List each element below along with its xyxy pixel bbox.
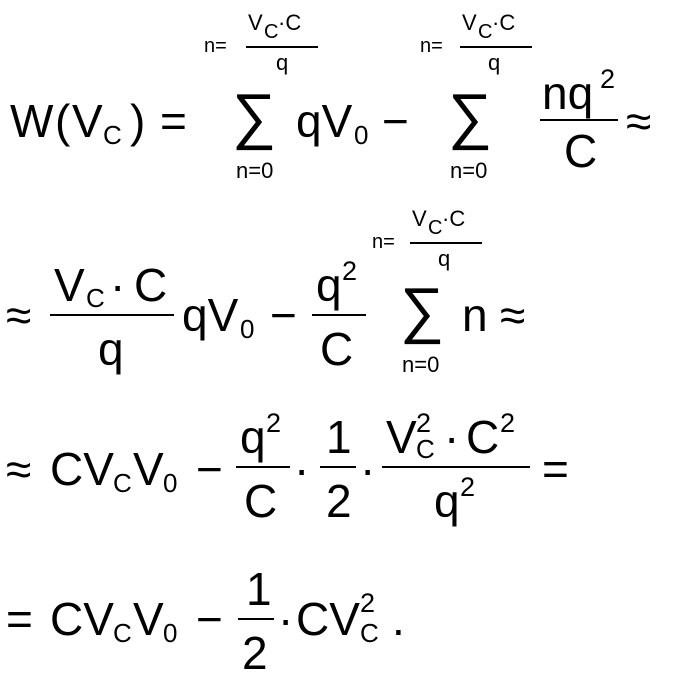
sum1-sigma: ∑ (232, 82, 277, 151)
subscript-c: C (103, 120, 122, 150)
sum3-upper-den: q (438, 246, 451, 271)
fraction1-denominator: C (564, 125, 598, 177)
sum2-upper-prefix: n= (420, 35, 443, 57)
fraction1-bar (540, 119, 618, 121)
equals-sign: = (542, 443, 569, 495)
equals-sign: = (160, 95, 187, 147)
sum1-upper-prefix: n= (204, 35, 227, 57)
term-cv-final: CV (296, 593, 360, 645)
sum3-upper-sub: C (428, 217, 443, 239)
fraction3-superscript: 2 (342, 256, 358, 286)
term-cv: CV (50, 593, 114, 645)
minus-sign: − (196, 593, 223, 645)
paren-close: ) (130, 95, 146, 147)
sum1-upper-bar (246, 46, 318, 48)
cdot: · (278, 593, 294, 645)
sum1-upper-den: q (276, 50, 289, 75)
minus-sign: − (270, 289, 297, 341)
sum2-upper-sub: C (478, 21, 493, 43)
fraction7-numerator: 1 (246, 563, 272, 615)
sum2-lower: n=0 (450, 158, 488, 183)
subscript-0: 0 (163, 468, 178, 498)
fraction3-bar (312, 314, 366, 316)
minus-sign: − (196, 443, 223, 495)
sum1-upper-sub: C (264, 21, 279, 43)
fraction6-bar (382, 466, 530, 468)
minus-sign: − (382, 95, 409, 147)
final-subscript: C (360, 618, 379, 648)
approx-sign: ≈ (6, 443, 32, 495)
fraction6-denominator: q (434, 475, 460, 527)
approx-sign: ≈ (500, 289, 526, 341)
fraction2-subscript-c: C (86, 283, 105, 313)
sum2-upper-bar (460, 46, 532, 48)
fraction6-v-subscript: C (416, 434, 435, 464)
cdot: · (294, 443, 310, 495)
paren-open: ( (55, 95, 71, 147)
sum1-lower: n=0 (236, 158, 274, 183)
fraction1-superscript: 2 (600, 64, 616, 94)
period: . (392, 593, 405, 645)
fraction2-cdot: · (110, 259, 126, 311)
sum1-upper-rest: ·C (278, 10, 302, 35)
subscript-c: C (113, 618, 132, 648)
term-v: V (133, 443, 164, 495)
sum1-upper-v: V (248, 10, 263, 35)
fraction2-denominator: q (98, 323, 124, 375)
equals-sign: = (6, 593, 33, 645)
symbol-v: V (72, 95, 103, 147)
fraction5-denominator: 2 (326, 475, 352, 527)
sum2-upper-v: V (462, 10, 477, 35)
cdot: · (360, 443, 376, 495)
fraction1-numerator: nq (542, 67, 594, 119)
fraction6-c-superscript: 2 (500, 408, 516, 438)
symbol-w: W (10, 95, 54, 147)
sum2-sigma: ∑ (448, 82, 493, 151)
fraction3-denominator: C (320, 323, 354, 375)
sum3-lower: n=0 (402, 352, 440, 377)
sum3-sigma: ∑ (400, 276, 445, 345)
subscript-0: 0 (240, 314, 255, 344)
fraction4-superscript: 2 (266, 408, 282, 438)
fraction6-c: C (466, 411, 500, 463)
subscript-0: 0 (163, 618, 178, 648)
fraction7-bar (238, 618, 274, 620)
term-n: n (462, 289, 488, 341)
fraction6-den-superscript: 2 (460, 472, 476, 502)
term-qv: qV (296, 95, 353, 147)
sum3-upper-rest: ·C (442, 206, 466, 231)
fraction5-bar (320, 466, 356, 468)
fraction5-numerator: 1 (326, 411, 352, 463)
fraction4-bar (236, 466, 290, 468)
fraction2-c: C (134, 259, 168, 311)
fraction6-v-superscript: 2 (416, 408, 432, 438)
approx-sign: ≈ (6, 289, 32, 341)
fraction2-v: V (54, 259, 85, 311)
sum2-upper-den: q (488, 50, 501, 75)
term-cv: CV (50, 443, 114, 495)
subscript-c: C (113, 468, 132, 498)
term-v: V (133, 593, 164, 645)
subscript-0: 0 (354, 120, 369, 150)
fraction4-numerator: q (240, 411, 266, 463)
fraction7-denominator: 2 (242, 627, 268, 679)
fraction6-cdot: · (444, 411, 460, 463)
sum3-upper-prefix: n= (372, 231, 395, 253)
term-qv: qV (182, 289, 239, 341)
fraction3-numerator: q (316, 259, 342, 311)
final-superscript: 2 (360, 588, 376, 618)
sum2-upper-rest: ·C (492, 10, 516, 35)
fraction2-bar (50, 314, 174, 316)
fraction4-denominator: C (244, 475, 278, 527)
approx-sign: ≈ (626, 95, 652, 147)
sum3-upper-v: V (412, 206, 427, 231)
fraction6-v: V (386, 411, 417, 463)
sum3-upper-bar (410, 242, 482, 244)
